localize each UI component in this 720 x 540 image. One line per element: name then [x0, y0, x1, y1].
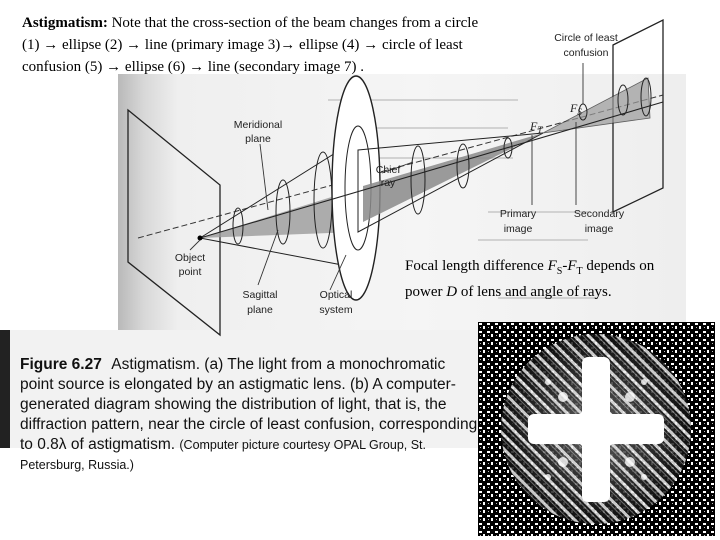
figure-caption: Figure 6.27 Astigmatism. (a) The light f…: [20, 355, 480, 475]
arrow-symbol: →: [280, 37, 296, 53]
note-fs-sub: S: [556, 266, 563, 277]
intro-segment: circle of least confusion (5): [22, 37, 463, 75]
note-text: of lens and angle of rays.: [457, 284, 612, 300]
note-dash: -: [562, 258, 568, 274]
arrow-symbol: →: [189, 59, 205, 75]
beam-section-5: [456, 143, 470, 189]
label-primary-1: Primary: [500, 208, 537, 220]
intro-segment: ellipse (4): [295, 37, 364, 53]
intro-segment: ellipse (6): [121, 59, 190, 75]
astigmatism-diagram: Circle of least confusion FT FS Meridion…: [127, 18, 664, 337]
label-chief-1: Chief: [376, 164, 401, 176]
label-optical-1: Optical: [320, 289, 353, 301]
intro-segment: Note that the cross-section of the beam …: [22, 15, 479, 53]
label-secondary-2: image: [585, 223, 614, 235]
label-circle-least-2: confusion: [564, 47, 609, 59]
object-point-dot: [197, 235, 203, 241]
image-plane: [612, 18, 664, 214]
arrow-symbol: →: [106, 59, 122, 75]
beam-section-1: [232, 207, 244, 245]
label-leaders: [189, 63, 584, 291]
note-ft: F: [567, 258, 577, 274]
intro-segment: line (primary image 3): [141, 37, 281, 53]
arrow-symbol: →: [43, 37, 59, 53]
arrow-symbol: →: [126, 37, 142, 53]
note-text: power: [405, 284, 447, 300]
label-object-1: Object: [175, 252, 205, 264]
output-beam: [357, 132, 544, 233]
label-ft: FT: [529, 119, 543, 135]
diverging-beam: [542, 77, 651, 134]
chief-ray: [199, 101, 664, 239]
beam-section-7: [617, 84, 629, 116]
intro-heading: Astigmatism:: [22, 15, 108, 31]
note-text: depends on: [582, 258, 655, 274]
figure-number: Figure 6.27: [20, 356, 102, 373]
beam-section-4: [410, 145, 426, 215]
arrow-symbol: →: [363, 37, 379, 53]
label-sagittal-2: plane: [247, 304, 273, 316]
intro-segment: line (secondary image 7) .: [204, 59, 365, 75]
note-text: Focal length difference: [405, 258, 548, 274]
note-d: D: [446, 284, 458, 300]
label-secondary-1: Secondary: [574, 208, 625, 220]
intro-paragraph: Astigmatism: Note that the cross-section…: [22, 12, 492, 78]
label-object-2: point: [179, 266, 202, 278]
label-fs: FS: [569, 101, 582, 117]
label-circle-least-1: Circle of least: [554, 32, 618, 44]
label-sagittal-1: Sagittal: [242, 289, 277, 301]
label-meridional-2: plane: [245, 133, 271, 145]
page-edge-shadow: [0, 330, 10, 448]
beam-section-8: [640, 77, 652, 117]
beam-section-6: [503, 137, 513, 159]
diffraction-cross: [528, 357, 664, 502]
note-fs: F: [547, 258, 557, 274]
note-ft-sub: T: [576, 266, 583, 277]
label-chief-2: ray: [381, 177, 396, 189]
intro-segment: ellipse (2): [58, 37, 127, 53]
diffraction-pattern-image: [478, 322, 715, 536]
focal-length-note: Focal length difference FS-FT depends on…: [405, 256, 705, 303]
label-optical-2: system: [319, 304, 353, 316]
caption-credit: (Computer picture courtesy OPAL Group, S…: [20, 438, 426, 472]
label-meridional-1: Meridional: [234, 119, 282, 131]
output-wedge: [363, 133, 543, 222]
caption-text: Astigmatism. (a) The light from a monoch…: [20, 356, 478, 453]
label-primary-2: image: [504, 223, 533, 235]
object-plane: [127, 108, 221, 337]
scanned-caption-background: [0, 330, 478, 448]
